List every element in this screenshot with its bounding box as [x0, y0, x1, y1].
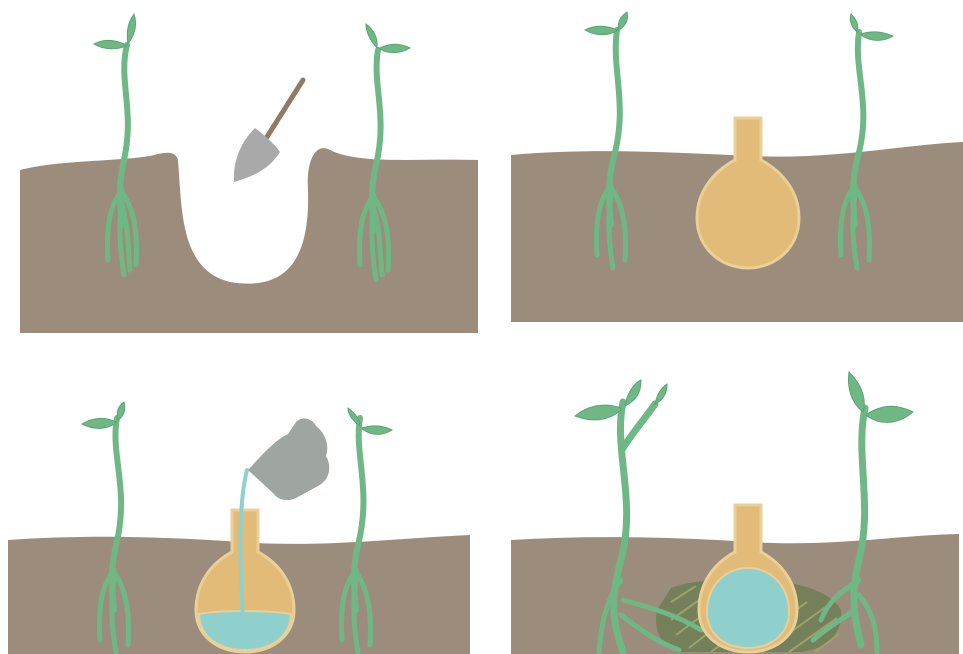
panel-fill-water — [0, 330, 481, 654]
shovel-icon — [234, 80, 303, 182]
clay-pot-icon — [196, 510, 294, 652]
clay-pot-icon — [697, 118, 799, 268]
panel-dig-hole — [0, 0, 481, 330]
clay-pot-icon — [699, 505, 797, 652]
panel-grown — [481, 330, 963, 654]
panel-place-pot — [481, 0, 963, 330]
watering-can-icon — [248, 419, 329, 501]
water-in-pot — [707, 568, 789, 648]
